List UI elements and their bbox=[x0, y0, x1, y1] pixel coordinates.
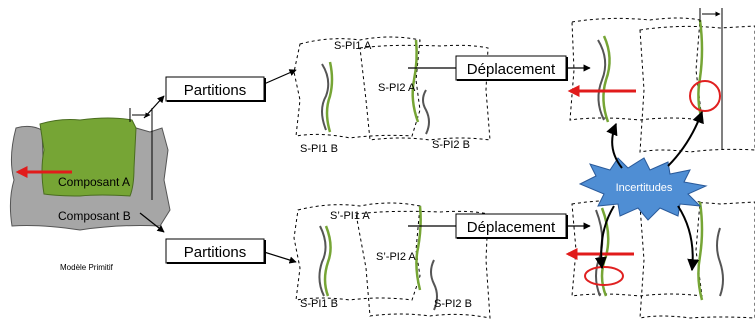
svg-text:S-PI2 A: S-PI2 A bbox=[378, 82, 416, 94]
svg-text:S-PI1 B: S-PI1 B bbox=[300, 143, 338, 155]
red-circle-icon bbox=[689, 80, 721, 112]
result-top bbox=[567, 8, 755, 153]
svg-text:S’-PI1 A: S’-PI1 A bbox=[330, 210, 370, 222]
svg-text:Déplacement: Déplacement bbox=[467, 61, 556, 78]
result-bottom bbox=[565, 199, 755, 319]
connector-top-in bbox=[143, 95, 165, 119]
component-a-label: Composant A bbox=[58, 175, 130, 189]
svg-text:Déplacement: Déplacement bbox=[467, 219, 556, 236]
starburst-icon bbox=[578, 157, 708, 221]
bottom-partition-group: S’-PI1 A S’-PI2 A S-PI1 B S-PI2 B bbox=[293, 202, 491, 319]
svg-text:S’-PI2 A: S’-PI2 A bbox=[376, 251, 416, 263]
red-circle-icon bbox=[584, 266, 624, 286]
displacement-box-bottom: Déplacement bbox=[455, 213, 568, 239]
top-partition-group: S-PI1 A S-PI2 A S-PI1 B S-PI2 B bbox=[293, 36, 491, 155]
svg-text:Partitions: Partitions bbox=[184, 82, 247, 99]
svg-text:S-PI1 A: S-PI1 A bbox=[334, 40, 372, 52]
component-b-label: Composant B bbox=[58, 209, 131, 223]
connector-bottom-in bbox=[139, 212, 165, 233]
component-a-shape bbox=[39, 117, 137, 197]
svg-text:Partitions: Partitions bbox=[184, 244, 247, 261]
svg-text:S-PI2 B: S-PI2 B bbox=[434, 298, 472, 310]
primitive-model: Composant A Composant B Modèle Primitif bbox=[9, 108, 171, 272]
primitive-model-caption: Modèle Primitif bbox=[60, 263, 114, 272]
svg-text:S-PI2 B: S-PI2 B bbox=[432, 139, 470, 151]
partitions-box-top: Partitions bbox=[165, 76, 266, 102]
green-interface-line bbox=[325, 61, 334, 133]
svg-text:S-PI1 B: S-PI1 B bbox=[300, 298, 338, 310]
displacement-box-top: Déplacement bbox=[455, 55, 568, 81]
uncertainty-starburst: Incertitudes bbox=[578, 110, 708, 272]
partitions-box-bottom: Partitions bbox=[165, 238, 266, 264]
uncertainty-label: Incertitudes bbox=[616, 182, 673, 194]
